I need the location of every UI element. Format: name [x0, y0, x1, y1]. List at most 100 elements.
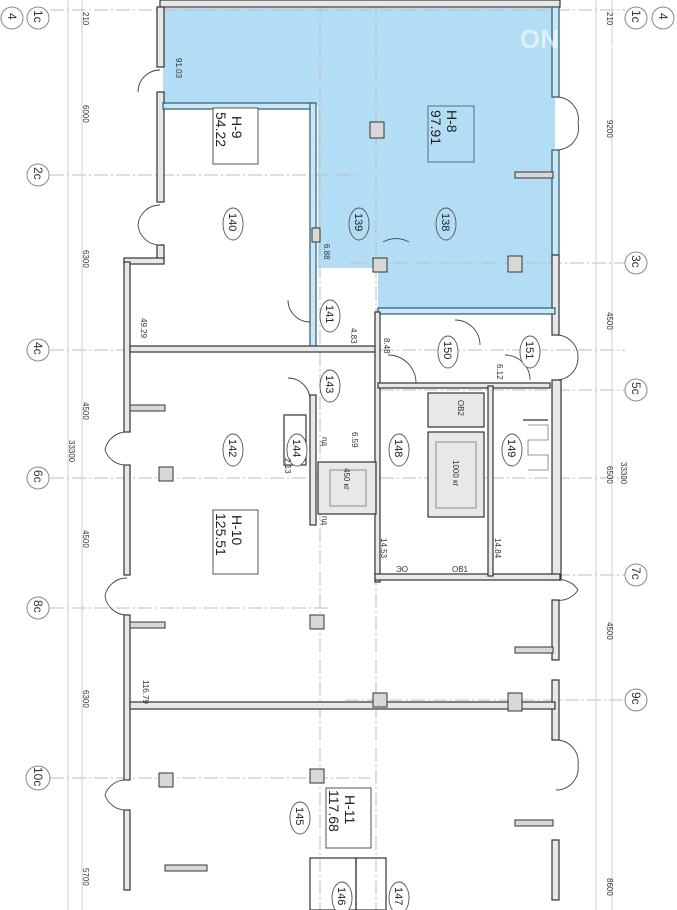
- svg-text:9200: 9200: [605, 120, 614, 138]
- svg-text:6000: 6000: [81, 105, 90, 123]
- svg-text:2.13: 2.13: [283, 458, 292, 474]
- dimensions-right: 210 9200 4500 33300 6500 4500 8600: [605, 12, 628, 896]
- dimensions-left: 210 6000 6300 4500 33300 4500 6300 5700: [67, 12, 90, 886]
- svg-text:1c: 1c: [31, 10, 45, 23]
- svg-text:4: 4: [5, 13, 19, 20]
- svg-text:3c: 3c: [629, 255, 643, 268]
- axis-left-10c: 10c: [25, 765, 51, 791]
- svg-text:Н-9: Н-9: [229, 116, 245, 139]
- svg-text:4c: 4c: [31, 342, 45, 355]
- room-143: 143: [319, 369, 341, 403]
- svg-text:4500: 4500: [81, 530, 90, 548]
- svg-text:141: 141: [323, 305, 335, 323]
- axis-left-4: 4: [0, 6, 24, 30]
- svg-text:Н-10: Н-10: [229, 515, 245, 546]
- axis-left-4c: 4c: [26, 338, 50, 362]
- svg-text:Н-8: Н-8: [444, 110, 460, 133]
- shaft-ov2-label: ОВ2: [456, 400, 465, 417]
- lift-1000-label: 1000 кг: [451, 460, 460, 487]
- unit-label-h8[interactable]: Н-8 97.91: [427, 105, 475, 163]
- room-139: 139: [348, 207, 370, 241]
- svg-text:10c: 10c: [31, 767, 45, 786]
- room-151: 151: [519, 335, 541, 369]
- svg-text:210: 210: [81, 12, 90, 26]
- shaft-eo-label: ЭО: [396, 565, 408, 574]
- svg-text:6.59: 6.59: [350, 432, 359, 448]
- svg-text:117.68: 117.68: [326, 790, 342, 832]
- axis-left-2c: 2c: [26, 163, 50, 187]
- room-141: 141: [319, 299, 341, 333]
- unit-label-h11[interactable]: Н-11 117.68: [325, 787, 372, 849]
- svg-text:150: 150: [441, 341, 453, 359]
- svg-text:5700: 5700: [81, 868, 90, 886]
- room-146: 146: [331, 881, 353, 910]
- svg-text:33300: 33300: [67, 440, 76, 463]
- svg-text:210: 210: [605, 12, 614, 26]
- doors: [104, 69, 579, 811]
- svg-text:54.22: 54.22: [213, 112, 229, 147]
- shaft-ov1-label: ОВ1: [452, 565, 469, 574]
- svg-text:139: 139: [352, 213, 364, 231]
- unit-label-h10[interactable]: Н-10 125.51: [212, 509, 259, 575]
- svg-text:116.79: 116.79: [141, 680, 150, 704]
- svg-text:125.51: 125.51: [213, 513, 229, 556]
- svg-text:4500: 4500: [81, 402, 90, 420]
- room-148: 148: [388, 433, 410, 467]
- svg-text:97.91: 97.91: [428, 110, 444, 145]
- axis-right-9c: 9c: [624, 688, 648, 712]
- axis-left-8c: 8c: [26, 596, 50, 620]
- svg-text:8c: 8c: [31, 600, 45, 613]
- svg-text:9c: 9c: [629, 692, 643, 705]
- svg-text:Н-11: Н-11: [342, 795, 358, 825]
- room-areas: 91.03 6.88 49.29 4.83 8.48 6.12 6.59 2.1…: [139, 58, 504, 704]
- axis-right-1c: 1c: [624, 6, 648, 30]
- svg-text:49.29: 49.29: [139, 318, 148, 339]
- svg-text:91.03: 91.03: [174, 58, 183, 79]
- svg-text:1c: 1c: [629, 10, 643, 23]
- svg-text:6300: 6300: [81, 250, 90, 268]
- shaft-pd-lower-label: пд: [320, 516, 329, 525]
- room-145: 145: [289, 801, 311, 835]
- axis-left-6c: 6c: [26, 466, 50, 490]
- axis-right-4: 4: [651, 6, 675, 30]
- svg-text:144: 144: [290, 439, 302, 457]
- svg-text:2c: 2c: [31, 167, 45, 180]
- room-144: 144: [286, 433, 308, 467]
- svg-text:8.48: 8.48: [382, 338, 391, 354]
- svg-text:4500: 4500: [605, 622, 614, 640]
- svg-text:6c: 6c: [31, 470, 45, 483]
- room-140: 140: [222, 207, 244, 241]
- svg-text:142: 142: [226, 439, 238, 457]
- axis-right-5c: 5c: [624, 378, 648, 402]
- svg-text:140: 140: [226, 213, 238, 231]
- axis-left-1c: 1c: [26, 6, 50, 30]
- svg-text:8600: 8600: [605, 878, 614, 896]
- svg-text:33300: 33300: [619, 462, 628, 485]
- lift-450-label: 450 кг: [342, 468, 351, 490]
- svg-text:146: 146: [335, 887, 347, 905]
- room-142: 142: [222, 433, 244, 467]
- svg-text:6300: 6300: [81, 690, 90, 708]
- svg-text:143: 143: [323, 375, 335, 393]
- interior-walls: [129, 102, 561, 910]
- svg-text:6500: 6500: [605, 466, 614, 484]
- svg-text:14.84: 14.84: [493, 538, 502, 559]
- svg-text:147: 147: [392, 887, 404, 905]
- room-149: 149: [501, 433, 523, 467]
- shaft-pd-upper-label: пд: [320, 437, 329, 446]
- svg-text:5c: 5c: [629, 382, 643, 395]
- axis-markers: 4 1c 2c 4c 6c 8c 10c 1c 4 3c 5c 7c 9c: [0, 6, 675, 791]
- axis-right-7c: 7c: [624, 563, 648, 587]
- unit-h8-highlight[interactable]: [163, 8, 555, 312]
- svg-text:6.12: 6.12: [495, 364, 504, 380]
- equipment-labels: 450 кг 1000 кг ОВ2 ОВ1 ЭО пд пд: [320, 400, 469, 574]
- svg-text:151: 151: [523, 341, 535, 359]
- watermark: ONREALT: [520, 24, 644, 54]
- svg-text:149: 149: [505, 439, 517, 457]
- room-numbers: 138 139 140 141 142 143 144 145 146 147 …: [222, 207, 541, 910]
- columns: [129, 121, 554, 872]
- room-147: 147: [388, 881, 410, 910]
- svg-text:4.83: 4.83: [349, 328, 358, 344]
- unit-label-h9[interactable]: Н-9 54.22: [212, 107, 259, 165]
